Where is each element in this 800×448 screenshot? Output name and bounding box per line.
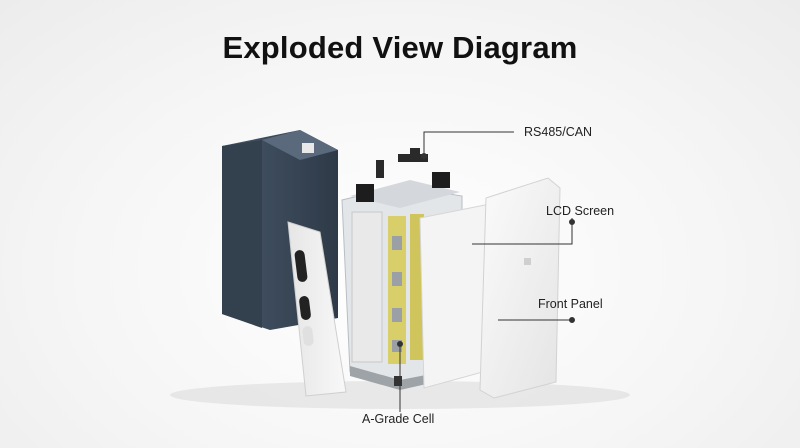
- leader-lines: [397, 131, 575, 412]
- cell-stack: [351, 211, 424, 364]
- inner-panel: [419, 203, 491, 389]
- leader-lcd: [472, 218, 573, 245]
- side-panel: [287, 221, 347, 397]
- page-title: Exploded View Diagram: [222, 30, 578, 65]
- callout-front-panel: Front Panel: [538, 297, 603, 311]
- leader-rs485: [423, 131, 514, 156]
- callout-rs485-can: RS485/CAN: [524, 125, 593, 139]
- front-panel: [479, 177, 561, 399]
- callout-lcd-screen: LCD Screen: [546, 204, 615, 218]
- callout-a-grade-cell: A-Grade Cell: [362, 412, 435, 426]
